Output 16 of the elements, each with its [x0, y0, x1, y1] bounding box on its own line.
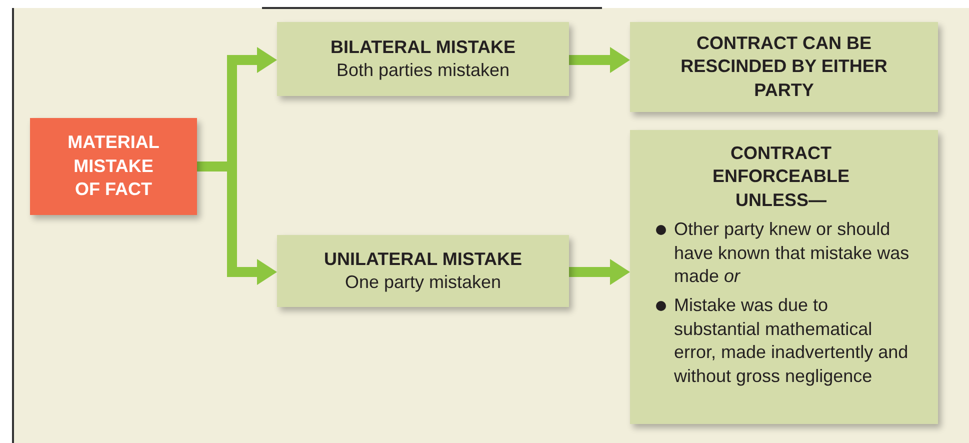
- box-heading: BILATERAL MISTAKE: [330, 36, 516, 59]
- box-text: Both parties mistaken: [336, 59, 510, 82]
- source-box: [30, 118, 197, 215]
- arrow: [569, 47, 630, 73]
- box-heading: UNILATERAL MISTAKE: [324, 248, 522, 271]
- box-heading: MATERIAL MISTAKE OF FACT: [66, 131, 160, 202]
- outcome-box: [277, 235, 569, 307]
- bullet-item: Mistake was due to substantial mathematical error, made inadvertently and without gross negligence: [652, 294, 910, 388]
- arrow: [569, 259, 630, 285]
- box-text: One party mistaken: [344, 271, 502, 294]
- outcome-box: [630, 22, 938, 112]
- outcome-box: [277, 22, 569, 96]
- outcome-box: [630, 130, 938, 424]
- box-heading: CONTRACT CAN BE RESCINDED BY EITHER PARTY: [680, 32, 888, 102]
- bullet-item: Other party knew or should have known that mistake was made or: [652, 218, 910, 288]
- box-heading: CONTRACT ENFORCEABLE UNLESS—: [711, 142, 850, 212]
